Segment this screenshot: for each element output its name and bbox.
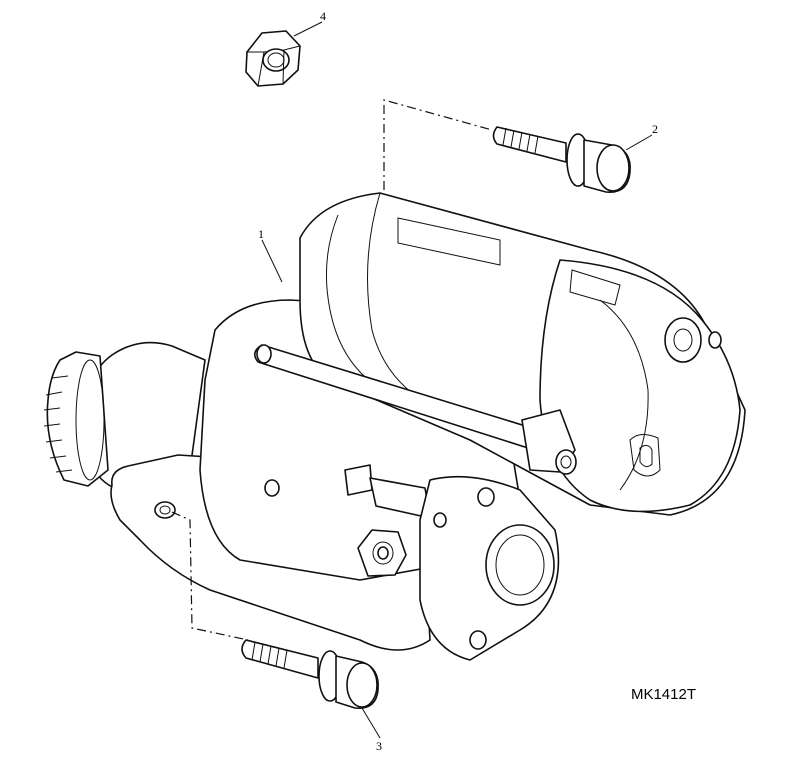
leader-3 <box>361 707 381 739</box>
alignment-line-lower <box>171 511 249 641</box>
alignment-line-upper <box>383 99 493 190</box>
callout-2: 2 <box>652 122 658 136</box>
leader-4 <box>293 21 323 37</box>
part-3-bolt <box>241 639 379 709</box>
callout-3: 3 <box>376 739 382 753</box>
leader-1 <box>261 239 283 283</box>
part-1-starter-motor <box>43 192 746 661</box>
figure-reference-code: MK1412T <box>630 686 696 703</box>
callout-1: 1 <box>258 227 264 241</box>
leader-2 <box>625 134 653 151</box>
part-2-bolt <box>492 126 631 193</box>
part-4-nut <box>245 30 301 87</box>
callout-4: 4 <box>320 9 326 23</box>
